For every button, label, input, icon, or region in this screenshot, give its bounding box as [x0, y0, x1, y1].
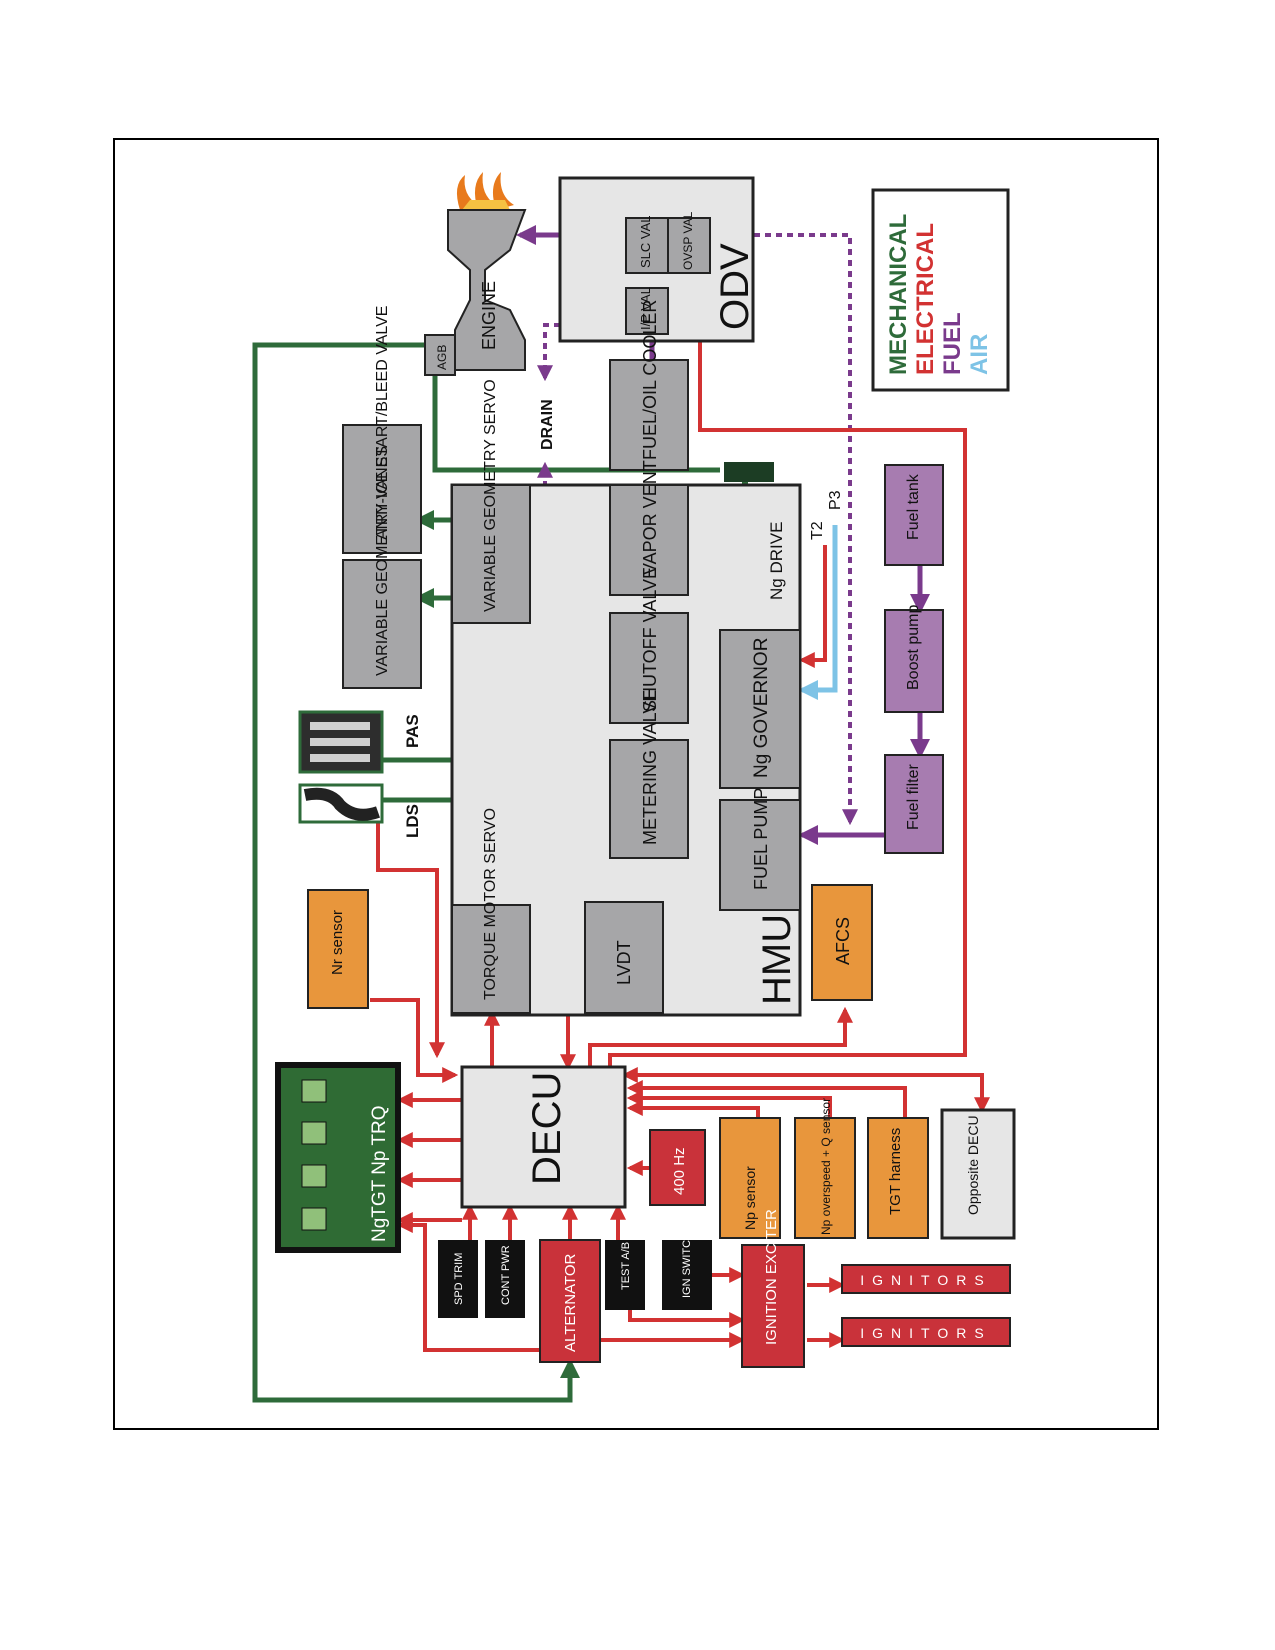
t2-label: T2	[809, 521, 826, 540]
opposite-decu-label: Opposite DECU	[965, 1115, 981, 1215]
tgt-harness-box: TGT harness	[867, 1117, 929, 1239]
ng-governor-label: Ng GOVERNOR	[751, 638, 772, 778]
vapor-vent-box: VAPOR VENT	[609, 460, 689, 596]
spd-trim-label: SPD TRIM	[453, 1253, 465, 1305]
fuel-filter-box: Fuel filter	[884, 754, 944, 854]
ng-governor-box: Ng GOVERNOR	[719, 629, 801, 789]
torque-motor-servo-box: TORQUE MOTOR SERVO	[451, 808, 531, 1014]
legend-mechanical: MECHANICAL	[885, 214, 912, 375]
metering-valve-box: METERING VALVE	[609, 690, 689, 859]
alternator-label: ALTERNATOR	[562, 1253, 579, 1352]
fuel-tank-label: Fuel tank	[905, 473, 922, 540]
electrical-lines	[370, 281, 990, 1352]
agb-label: AGB	[435, 345, 449, 370]
afcs-box: AFCS	[811, 884, 873, 1001]
np-sensor-label: Np sensor	[742, 1166, 758, 1230]
lds-label: LDS	[403, 804, 422, 838]
ng-drive-label: Ng DRIVE	[767, 522, 786, 600]
alternator-box: ALTERNATOR	[539, 1239, 601, 1363]
anti-ice-label: ANTI-ICE START/BLEED VALVE	[374, 306, 391, 540]
decu-label: DECU	[525, 1072, 569, 1185]
legend-electrical: ELECTRICAL	[912, 223, 939, 375]
boost-pump-label: Boost pump	[905, 605, 922, 690]
400hz-box: 400 Hz	[649, 1129, 706, 1206]
ignition-exciter-box: IGNITION EXCITER	[741, 1209, 805, 1368]
odv-box: ODV SLC VAL OVSP VAL I/P VAL	[558, 176, 757, 343]
np-overspeed-label: Np overspeed + Q sensor	[819, 1098, 833, 1235]
fuel-pump-label: FUEL PUMP	[751, 788, 771, 890]
p3-label: P3	[827, 490, 844, 510]
ign-switch-label: IGN SWITCH	[681, 1232, 693, 1298]
igniters-box-1: IGNITORS	[841, 1264, 1011, 1294]
ip-val-label: I/P VAL	[638, 287, 653, 330]
variable-geometry-vanes-label: VARIABLE GEOMETRY VANES	[374, 446, 391, 676]
cockpit-display: NgTGT Np TRQ	[275, 1062, 401, 1253]
drain-label: DRAIN	[539, 399, 556, 450]
fuel-oil-cooler-label: FUEL/OIL COOLER	[640, 300, 660, 460]
ignition-exciter-label: IGNITION EXCITER	[763, 1209, 780, 1345]
igniters-label-1: IGNITORS	[860, 1272, 991, 1288]
ng-drive-gear	[724, 462, 774, 482]
fuel-tank-box: Fuel tank	[884, 464, 944, 566]
variable-geometry-servo-box: VARIABLE GEOMETRY SERVO	[451, 379, 531, 624]
spd-trim-switch: SPD TRIM	[438, 1240, 478, 1318]
test-ab-switch: TEST A/B	[605, 1240, 645, 1310]
ip-val-box	[625, 287, 669, 335]
air-lines	[798, 525, 838, 700]
torque-motor-servo-label: TORQUE MOTOR SERVO	[482, 808, 499, 1000]
engine: ENGINE	[447, 209, 527, 371]
display-label: NgTGT Np TRQ	[369, 1105, 390, 1242]
fuel-pump-box: FUEL PUMP	[719, 788, 801, 911]
ovsp-val-label: OVSP VAL	[681, 211, 695, 270]
hmu-label: HMU	[755, 914, 799, 1005]
variable-geometry-vanes-box: VARIABLE GEOMETRY VANES	[342, 446, 422, 689]
cont-pwr-switch: CONT PWR	[485, 1240, 525, 1318]
igniters-box-2: IGNITORS	[841, 1317, 1011, 1347]
cont-pwr-label: CONT PWR	[500, 1245, 512, 1305]
ovsp-val-box	[667, 217, 711, 274]
pas-label: PAS	[403, 714, 422, 748]
nr-sensor-label: Nr sensor	[329, 910, 346, 975]
opposite-decu-box: Opposite DECU	[940, 1108, 1016, 1240]
shutoff-valve-label: SHUTOFF VALVE	[640, 567, 660, 712]
vapor-vent-label: VAPOR VENT	[640, 460, 660, 575]
fuel-filter-label: Fuel filter	[905, 764, 922, 830]
shutoff-valve-box: SHUTOFF VALVE	[609, 567, 689, 724]
engine-label: ENGINE	[479, 281, 499, 350]
fuel-oil-cooler-box: FUEL/OIL COOLER	[609, 300, 689, 471]
odv-label: ODV	[713, 243, 757, 330]
engine-flame-icon	[456, 172, 514, 210]
np-overspeed-sensor-box: Np overspeed + Q sensor	[794, 1098, 856, 1239]
diagram-frame	[113, 138, 1159, 1430]
gauge-icons	[301, 1079, 327, 1231]
lds-image	[298, 783, 384, 824]
igniters-label-2: IGNITORS	[860, 1325, 991, 1341]
legend: MECHANICAL ELECTRICAL FUEL AIR	[871, 188, 1010, 392]
ign-switch: IGN SWITCH	[662, 1232, 712, 1310]
afcs-label: AFCS	[833, 917, 853, 965]
agb-box: AGB	[424, 334, 456, 376]
nr-sensor-box: Nr sensor	[307, 889, 369, 1009]
legend-fuel: FUEL	[939, 312, 966, 375]
variable-geometry-servo-label: VARIABLE GEOMETRY SERVO	[482, 379, 499, 612]
test-ab-label: TEST A/B	[620, 1242, 632, 1290]
legend-air: AIR	[966, 334, 993, 375]
lvdt-label: LVDT	[614, 940, 634, 985]
np-sensor-box: Np sensor	[719, 1117, 781, 1239]
decu-box: DECU	[460, 1065, 627, 1209]
metering-valve-label: METERING VALVE	[640, 690, 660, 845]
tgt-harness-label: TGT harness	[887, 1128, 904, 1215]
slc-val-label: SLC VAL	[638, 215, 653, 268]
400hz-label: 400 Hz	[671, 1147, 688, 1195]
lvdt-box: LVDT	[584, 901, 664, 1014]
boost-pump-box: Boost pump	[884, 605, 944, 713]
pas-image	[298, 710, 384, 774]
anti-ice-valve-box: ANTI-ICE START/BLEED VALVE	[342, 306, 422, 554]
